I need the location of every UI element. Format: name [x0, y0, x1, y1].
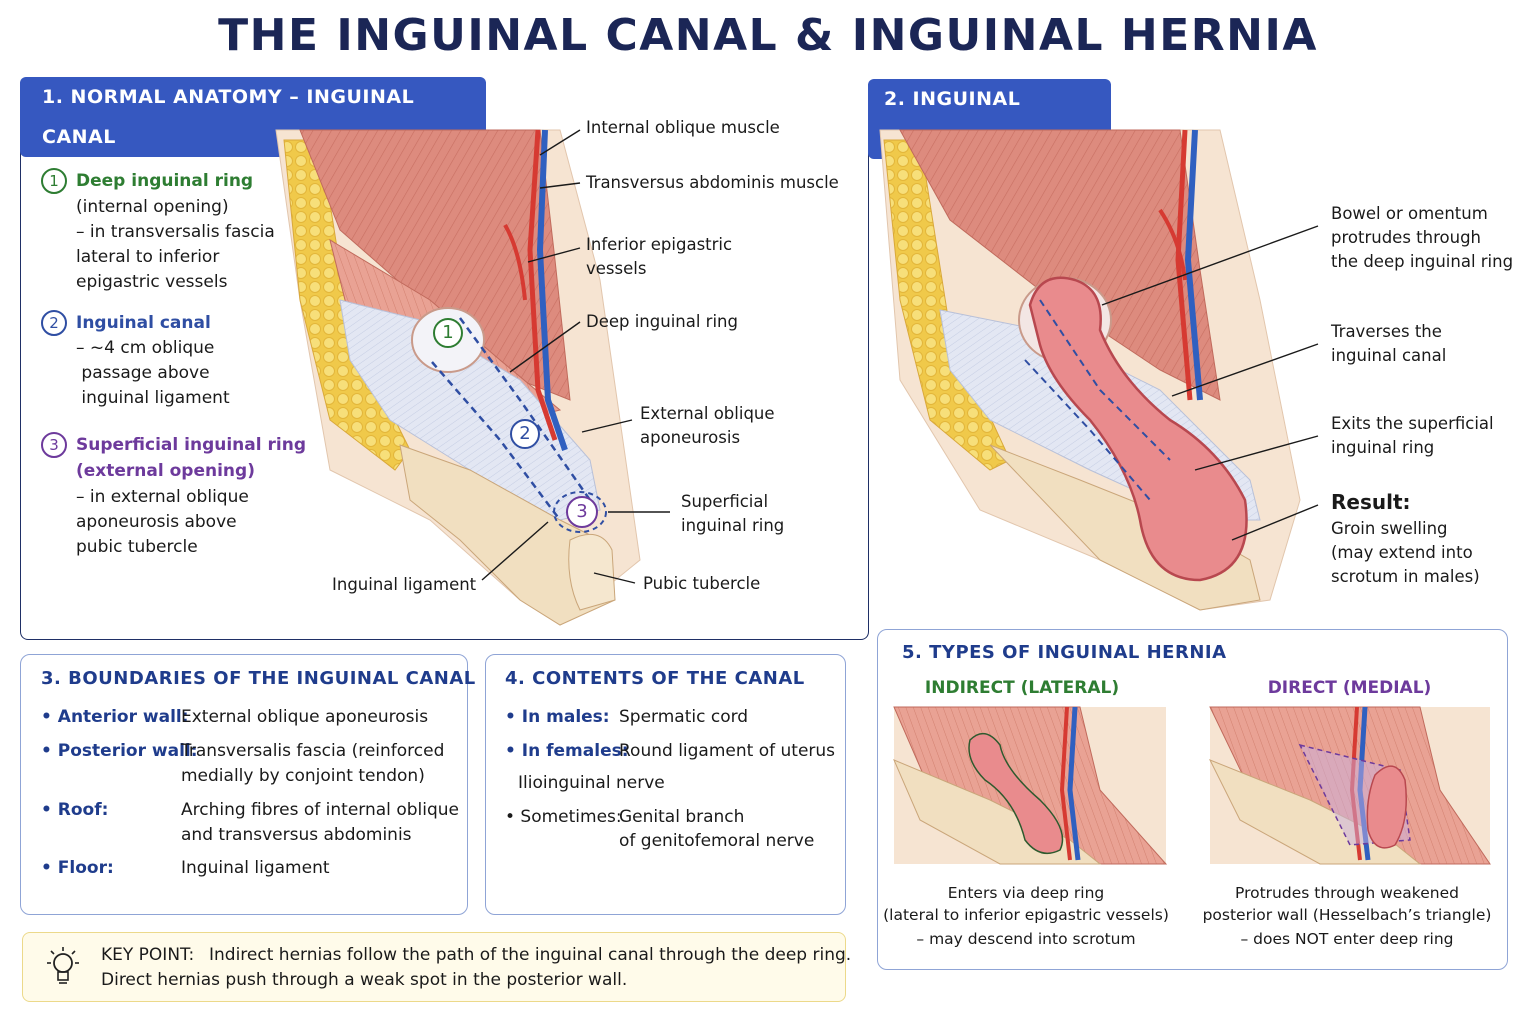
legend-canal-name: Inguinal canal — [76, 313, 211, 333]
key-point-label: KEY POINT: — [101, 945, 195, 965]
contents-key: • In females: — [505, 741, 629, 761]
direct-line: posterior wall (Hesselbach’s triangle) — [1202, 906, 1492, 924]
legend-canal-line: passage above — [76, 363, 210, 383]
boundary-key: • Floor: — [41, 858, 114, 878]
label-inguinal-ligament: Inguinal ligament — [332, 575, 477, 594]
marker-2: 2 — [510, 419, 540, 449]
legend-sup-ring-name: Superficial inguinal ring — [76, 435, 306, 455]
hernia-label-a2: protrudes through — [1331, 228, 1481, 247]
legend-deep-ring-line: (internal opening) — [76, 197, 229, 217]
hernia-label-a3: the deep inguinal ring — [1331, 252, 1514, 271]
indirect-line: – may descend into scrotum — [916, 930, 1136, 948]
label-ext-oblique: External oblique — [640, 404, 775, 423]
boundary-key: • Anterior wall: — [41, 707, 189, 727]
boundary-key: • Posterior wall: — [41, 741, 198, 761]
hernia-result-line: (may extend into — [1331, 543, 1473, 562]
indirect-line: Enters via deep ring — [947, 884, 1105, 902]
contents-value: Spermatic cord — [619, 707, 749, 727]
legend-canal-line: – ~4 cm oblique — [76, 338, 215, 358]
boundaries-header: 3. BOUNDARIES OF THE INGUINAL CANAL — [41, 668, 476, 689]
label-pubic-tubercle: Pubic tubercle — [643, 574, 761, 593]
boundary-value: External oblique aponeurosis — [181, 707, 429, 727]
legend-deep-ring-name: Deep inguinal ring — [76, 171, 254, 191]
section1-tab: 1. NORMAL ANATOMY – INGUINAL CANAL — [20, 77, 486, 157]
page-title: THE INGUINAL CANAL & INGUINAL HERNIA — [218, 10, 1318, 61]
key-point-box: KEY POINT: Indirect hernias follow the p… — [22, 932, 851, 1002]
hernia-label-b1: Traverses the — [1331, 322, 1442, 341]
contents-panel — [485, 654, 846, 915]
legend-deep-ring-line: epigastric vessels — [76, 272, 228, 292]
hernia-result-line: scrotum in males) — [1331, 567, 1480, 586]
label-deep-ring: Deep inguinal ring — [586, 312, 738, 331]
legend-deep-ring-line: lateral to inferior — [76, 247, 220, 267]
label-internal-oblique: Internal oblique muscle — [586, 118, 780, 137]
boundary-value: Transversalis fascia (reinforced — [181, 741, 445, 761]
legend-deep-ring-line: – in transversalis fascia — [76, 222, 275, 242]
contents-header: 4. CONTENTS OF THE CANAL — [505, 668, 805, 689]
boundary-value-2: medially by conjoint tendon) — [181, 766, 425, 786]
boundaries-panel — [20, 654, 468, 915]
marker-3: 3 — [566, 496, 598, 528]
lightbulb-icon — [47, 947, 79, 984]
legend-sup-ring-line: pubic tubercle — [76, 537, 198, 557]
boundary-value: Arching fibres of internal oblique — [181, 800, 459, 820]
contents-value: Round ligament of uterus — [619, 741, 836, 761]
legend-canal-line: inguinal ligament — [76, 388, 230, 408]
legend-sup-ring-name2: (external opening) — [76, 461, 255, 481]
indirect-line: (lateral to inferior epigastric vessels) — [883, 906, 1169, 924]
hernia-result-title: Result: — [1331, 490, 1411, 514]
hernia-label-b2: inguinal canal — [1331, 346, 1447, 365]
label-sup-ring: Superficial — [681, 492, 769, 511]
label-sup-ring-2: inguinal ring — [681, 516, 785, 535]
direct-line: – does NOT enter deep ring — [1240, 930, 1454, 948]
boundary-value-2: and transversus abdominis — [181, 825, 412, 845]
label-inf-epigastric-2: vessels — [586, 259, 647, 278]
boundary-key: • Roof: — [41, 800, 109, 820]
contents-key: • Sometimes: — [505, 807, 622, 827]
types-header: 5. TYPES OF INGUINAL HERNIA — [902, 642, 1227, 663]
direct-title: DIRECT (MEDIAL) — [1267, 678, 1432, 698]
legend-sup-ring-line: aponeurosis above — [76, 512, 237, 532]
legend-number-1: 1 — [41, 168, 67, 194]
hernia-label-a1: Bowel or omentum — [1331, 204, 1488, 223]
contents-value: Genital branch — [619, 807, 745, 827]
indirect-title: INDIRECT (LATERAL) — [924, 678, 1120, 698]
marker-1: 1 — [433, 318, 463, 348]
label-ext-oblique-2: aponeurosis — [640, 428, 741, 447]
legend-number-2: 2 — [41, 310, 67, 336]
direct-line: Protrudes through weakened — [1235, 884, 1459, 902]
key-point-line2: Direct hernias push through a weak spot … — [101, 970, 628, 990]
label-inf-epigastric: Inferior epigastric — [586, 235, 733, 254]
hernia-label-c1: Exits the superficial — [1331, 414, 1494, 433]
boundary-value: Inguinal ligament — [181, 858, 330, 878]
label-transversus: Transversus abdominis muscle — [586, 173, 839, 192]
hernia-label-c2: inguinal ring — [1331, 438, 1435, 457]
contents-value-2: of genitofemoral nerve — [619, 831, 815, 851]
section2-tab: 2. INGUINAL HERNIA — [868, 79, 1111, 159]
hernia-result-line: Groin swelling — [1331, 519, 1448, 538]
contents-key: • In males: — [505, 707, 610, 727]
legend-sup-ring-line: – in external oblique — [76, 487, 249, 507]
contents-value: Ilioinguinal nerve — [518, 773, 665, 793]
key-point-line1: Indirect hernias follow the path of the … — [209, 945, 852, 965]
legend-number-3: 3 — [41, 432, 67, 458]
